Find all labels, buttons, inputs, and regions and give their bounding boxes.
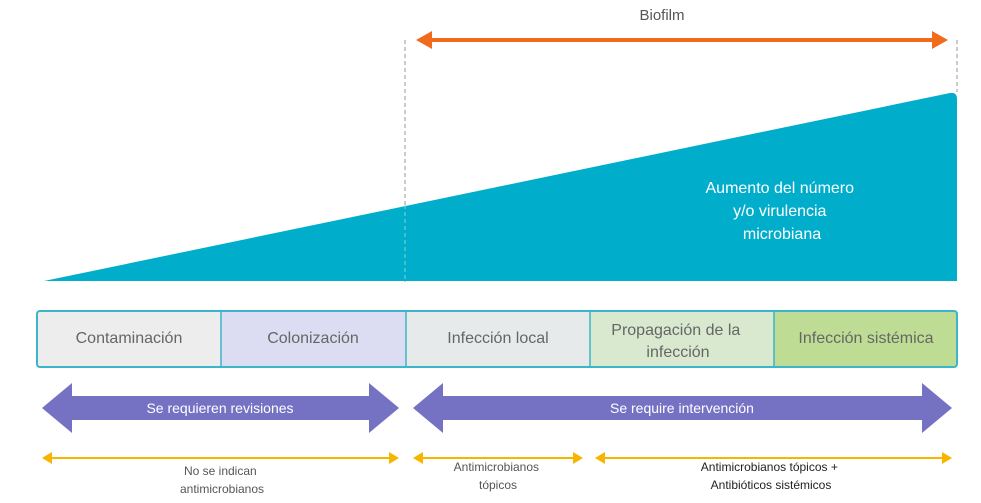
stage-label-0: Contaminación <box>76 330 183 347</box>
treatment-arrow-systemic <box>595 452 952 464</box>
stage-label-4: Infección sistémica <box>798 330 933 347</box>
stage-label-1: Colonización <box>267 330 359 347</box>
intervention-arrow: Se require intervención <box>413 383 952 433</box>
review-arrow: Se requieren revisiones <box>42 383 399 433</box>
biofilm-label: Biofilm <box>639 7 684 24</box>
stage-spreading-infection <box>590 311 774 367</box>
stage-label-3: Propagación de la infección <box>611 322 744 361</box>
treatment-label-none: No se indican antimicrobianos <box>180 464 264 496</box>
biofilm-arrow <box>416 31 948 49</box>
microbial-increase-wedge <box>44 92 957 281</box>
stage-systemic-infection <box>774 311 957 367</box>
review-arrow-label: Se requieren revisiones <box>146 400 293 416</box>
treatment-arrow-topical <box>413 452 583 464</box>
stage-contamination <box>37 311 221 367</box>
intervention-arrow-label: Se require intervención <box>610 400 754 416</box>
stage-colonization <box>221 311 406 367</box>
stages: Contaminación Colonización Infección loc… <box>36 310 958 368</box>
wedge-text: Aumento del número y/o virulencia microb… <box>706 180 859 243</box>
stage-local-infection <box>406 311 590 367</box>
treatment-arrow-none <box>42 452 399 464</box>
treatment-label-topical: Antimicrobianos tópicos <box>454 460 543 492</box>
treatment-label-systemic: Antimicrobianos tópicos + Antibióticos s… <box>701 460 841 492</box>
stage-label-2: Infección local <box>447 330 548 347</box>
